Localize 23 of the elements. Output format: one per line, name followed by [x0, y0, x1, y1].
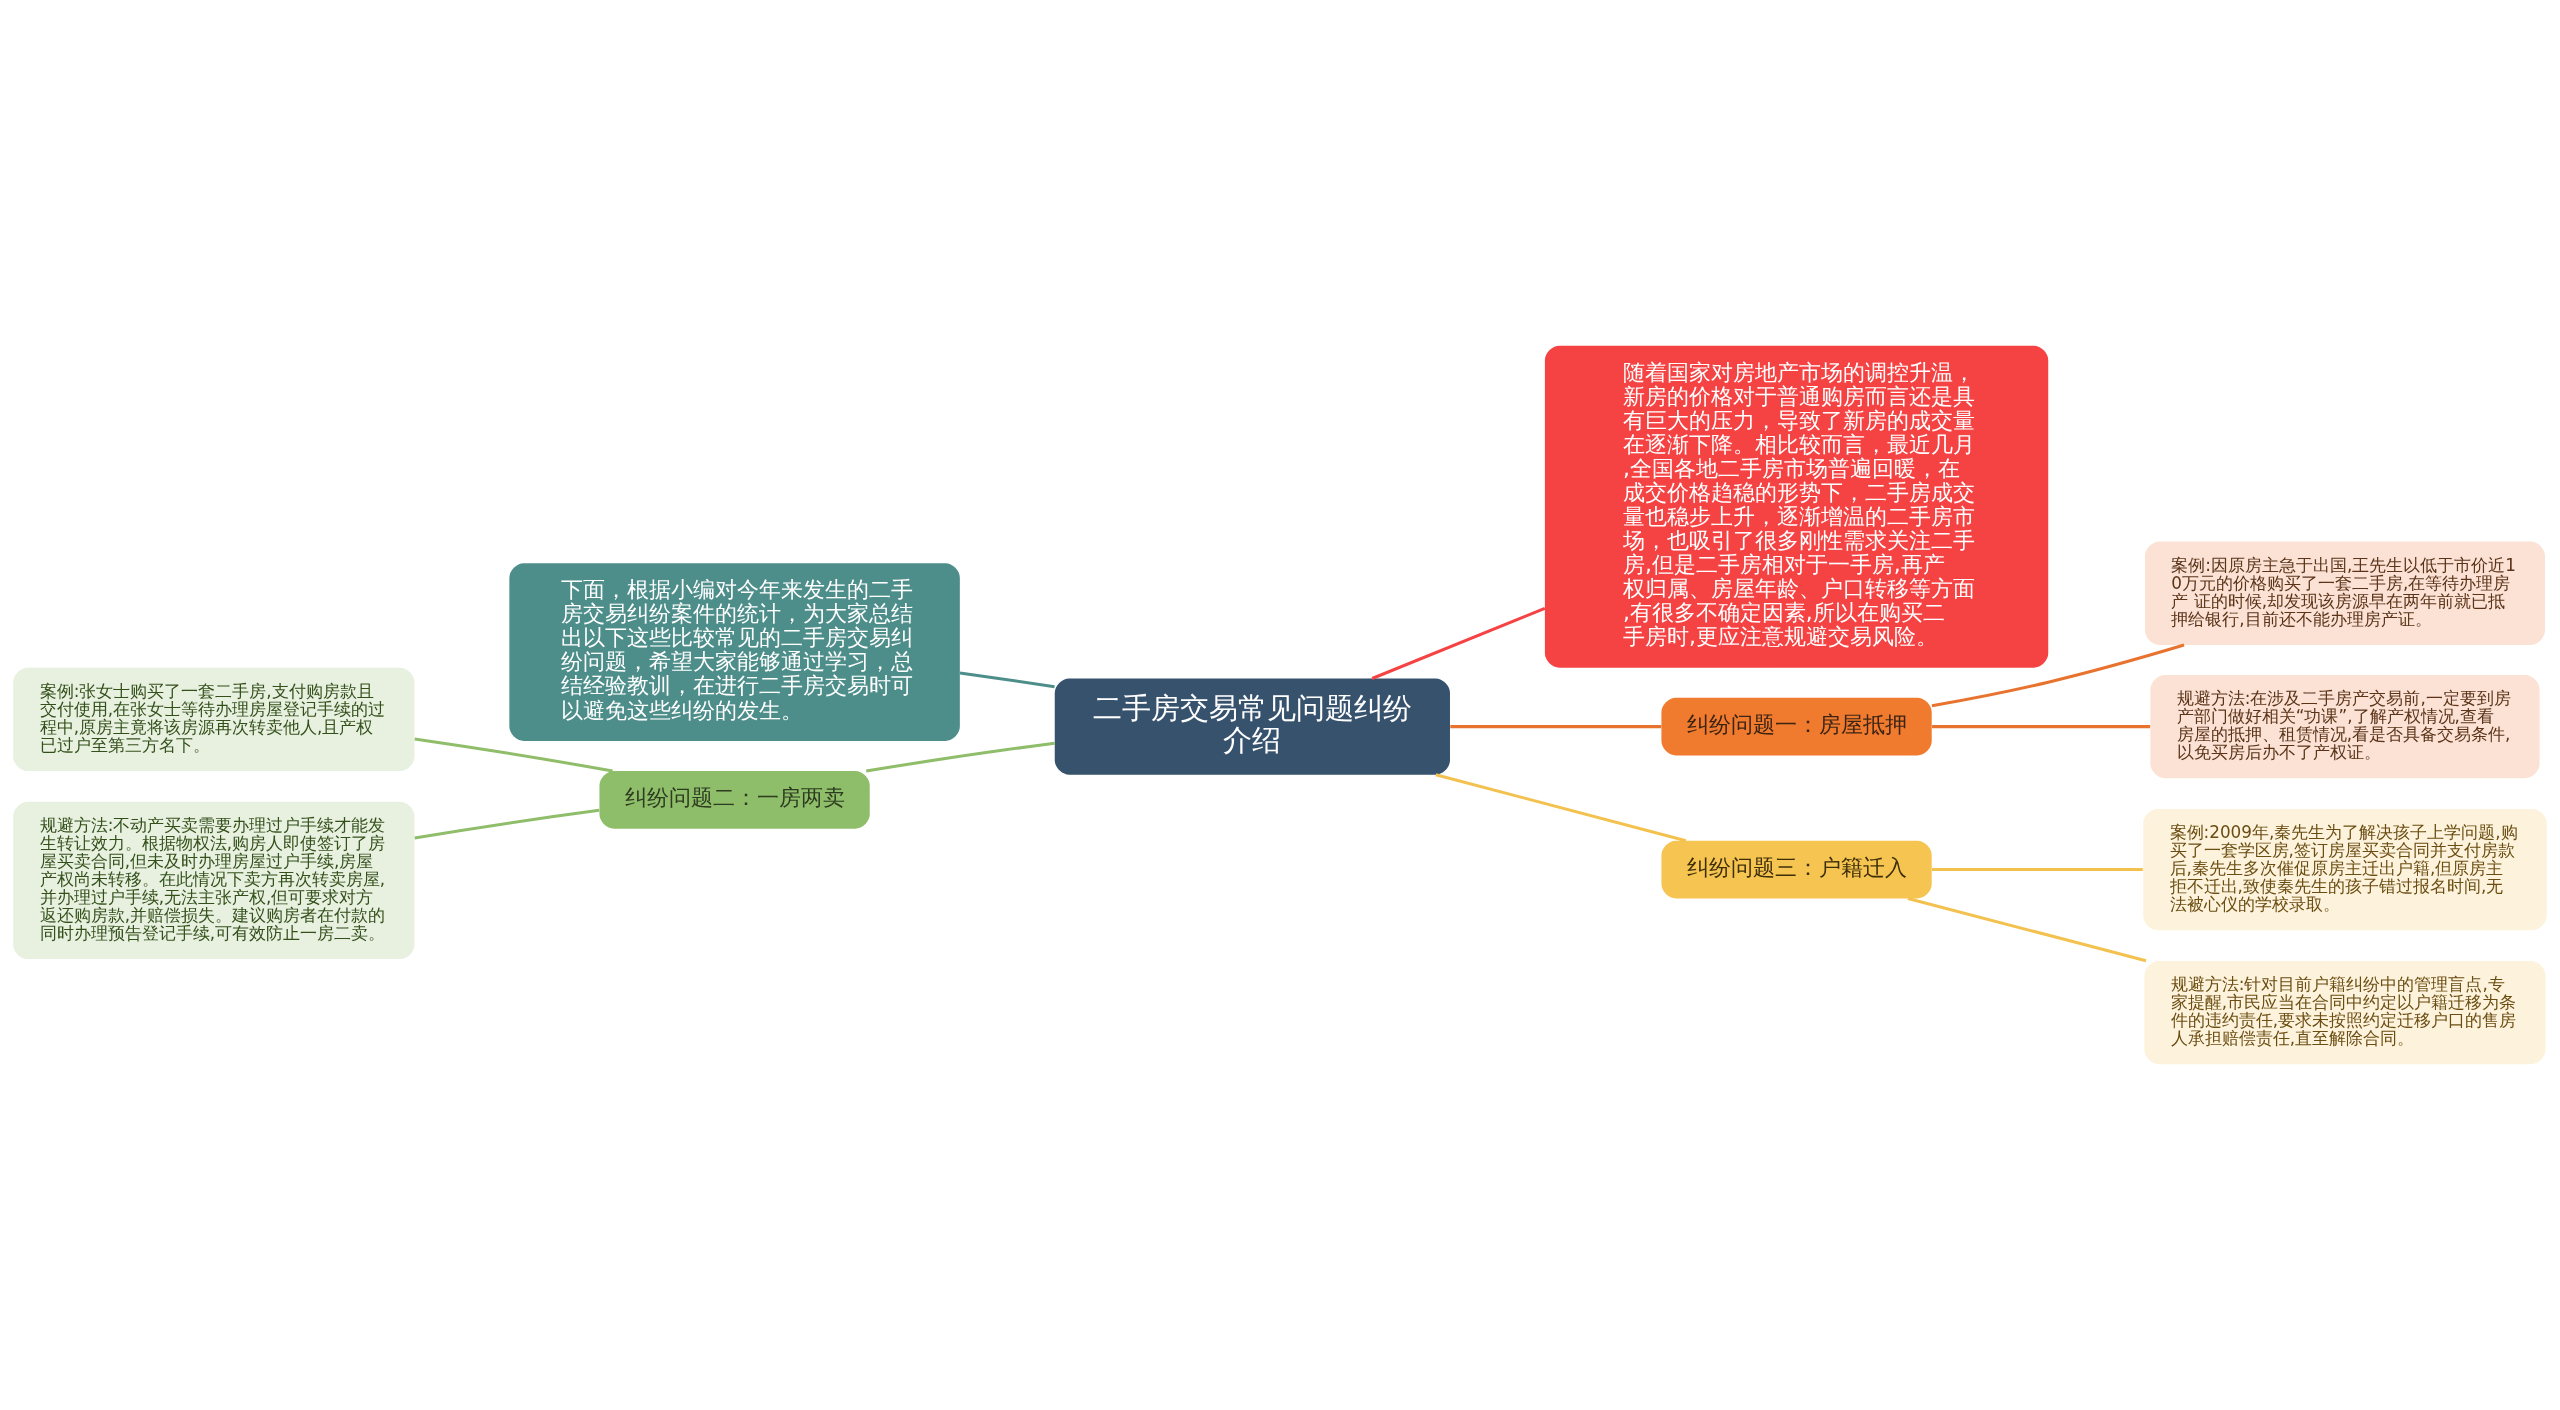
- connector: [414, 737, 613, 773]
- connector: [959, 671, 1055, 689]
- node-box: 纠纷问题三：户籍迁入: [1661, 840, 1932, 899]
- connector: [1932, 868, 2143, 872]
- connector: [1931, 643, 2185, 708]
- node-box: 下面，根据小编对今年来发生的二手房交易纠纷案件的统计，为大家总结出以下这些比较常见的二手房交易纠纷问题，希望大家能够通过学习，总结经验教训，在进行二手房交易时可以避免这些纠纷的发生。: [509, 563, 960, 742]
- node-box: 规避方法:针对目前户籍纠纷中的管理盲点,专家提醒,市民应当在合同中约定以户籍迁移为条件的违约责任,要求未按照约定迁移户口的售房人承担赔偿责任,直至解除合同。: [2144, 960, 2546, 1065]
- node-box: 案例:张女士购买了一套二手房,支付购房款且交付使用,在张女士等待办理房屋登记手续的过程中,原房主竟将该房源再次转卖他人,且产权已过户至第三方名下。: [13, 667, 415, 772]
- connector: [1932, 725, 2151, 729]
- connector: [414, 808, 600, 840]
- connector: [1907, 896, 2147, 963]
- node-box: 案例:2009年,秦先生为了解决孩子上学问题,购买了一套学区房,签订房屋买卖合同并支付房款后,秦先生多次催促原房主迁出户籍,但原房主拒不迁出,致使秦先生的孩子错过报名时间,无法被心仪的学校录取。: [2143, 808, 2547, 931]
- connector: [1435, 773, 1687, 843]
- node-box: 纠纷问题一：房屋抵押: [1661, 697, 1932, 756]
- connector: [1371, 607, 1546, 680]
- node-box: 规避方法:不动产买卖需要办理过户手续才能发生转让效力。根据物权法,购房人即使签订了房屋买卖合同,但未及时办理房屋过户手续,房屋产权尚未转移。在此情况下卖方再次转卖房屋,并办理过户手续,无法主张产权,但可要求对方返还购房款,并赔偿损失。建议购房者在付款的同时办理预告登记手续,可有效防止一房二卖。: [13, 801, 415, 960]
- node-box: 案例:因原房主急于出国,王先生以低于市价近10万元的价格购买了一套二手房,在等待办理房产 证的时候,却发现该房源早在两年前就已抵押给银行,目前还不能办理房产证。: [2144, 541, 2545, 645]
- node-box: 随着国家对房地产市场的调控升温，新房的价格对于普通购房而言还是具有巨大的压力，导致了新房的成交量在逐渐下降。相比较而言，最近几月,全国各地二手房市场普遍回暖，在成交价格趋稳的形势下，二手房成交量也稳步上升，逐渐增温的二手房市场，也吸引了很多刚性需求关注二手房,但是二手房相对于一手房,再产权归属、房屋年龄、户口转移等方面,有很多不确定因素,所以在购买二手房时,更应注意规避交易风险。: [1544, 345, 2049, 668]
- connector: [865, 741, 1055, 773]
- connector: [1450, 725, 1662, 729]
- node-box: 二手房交易常见问题纠纷介绍: [1054, 678, 1450, 775]
- node-box: 规避方法:在涉及二手房产交易前,一定要到房产部门做好相关“功课”,了解产权情况,查看房屋的抵押、租赁情况,看是否具备交易条件,以免买房后办不了产权证。: [2150, 674, 2540, 779]
- node-box: 纠纷问题二：一房两卖: [599, 771, 870, 829]
